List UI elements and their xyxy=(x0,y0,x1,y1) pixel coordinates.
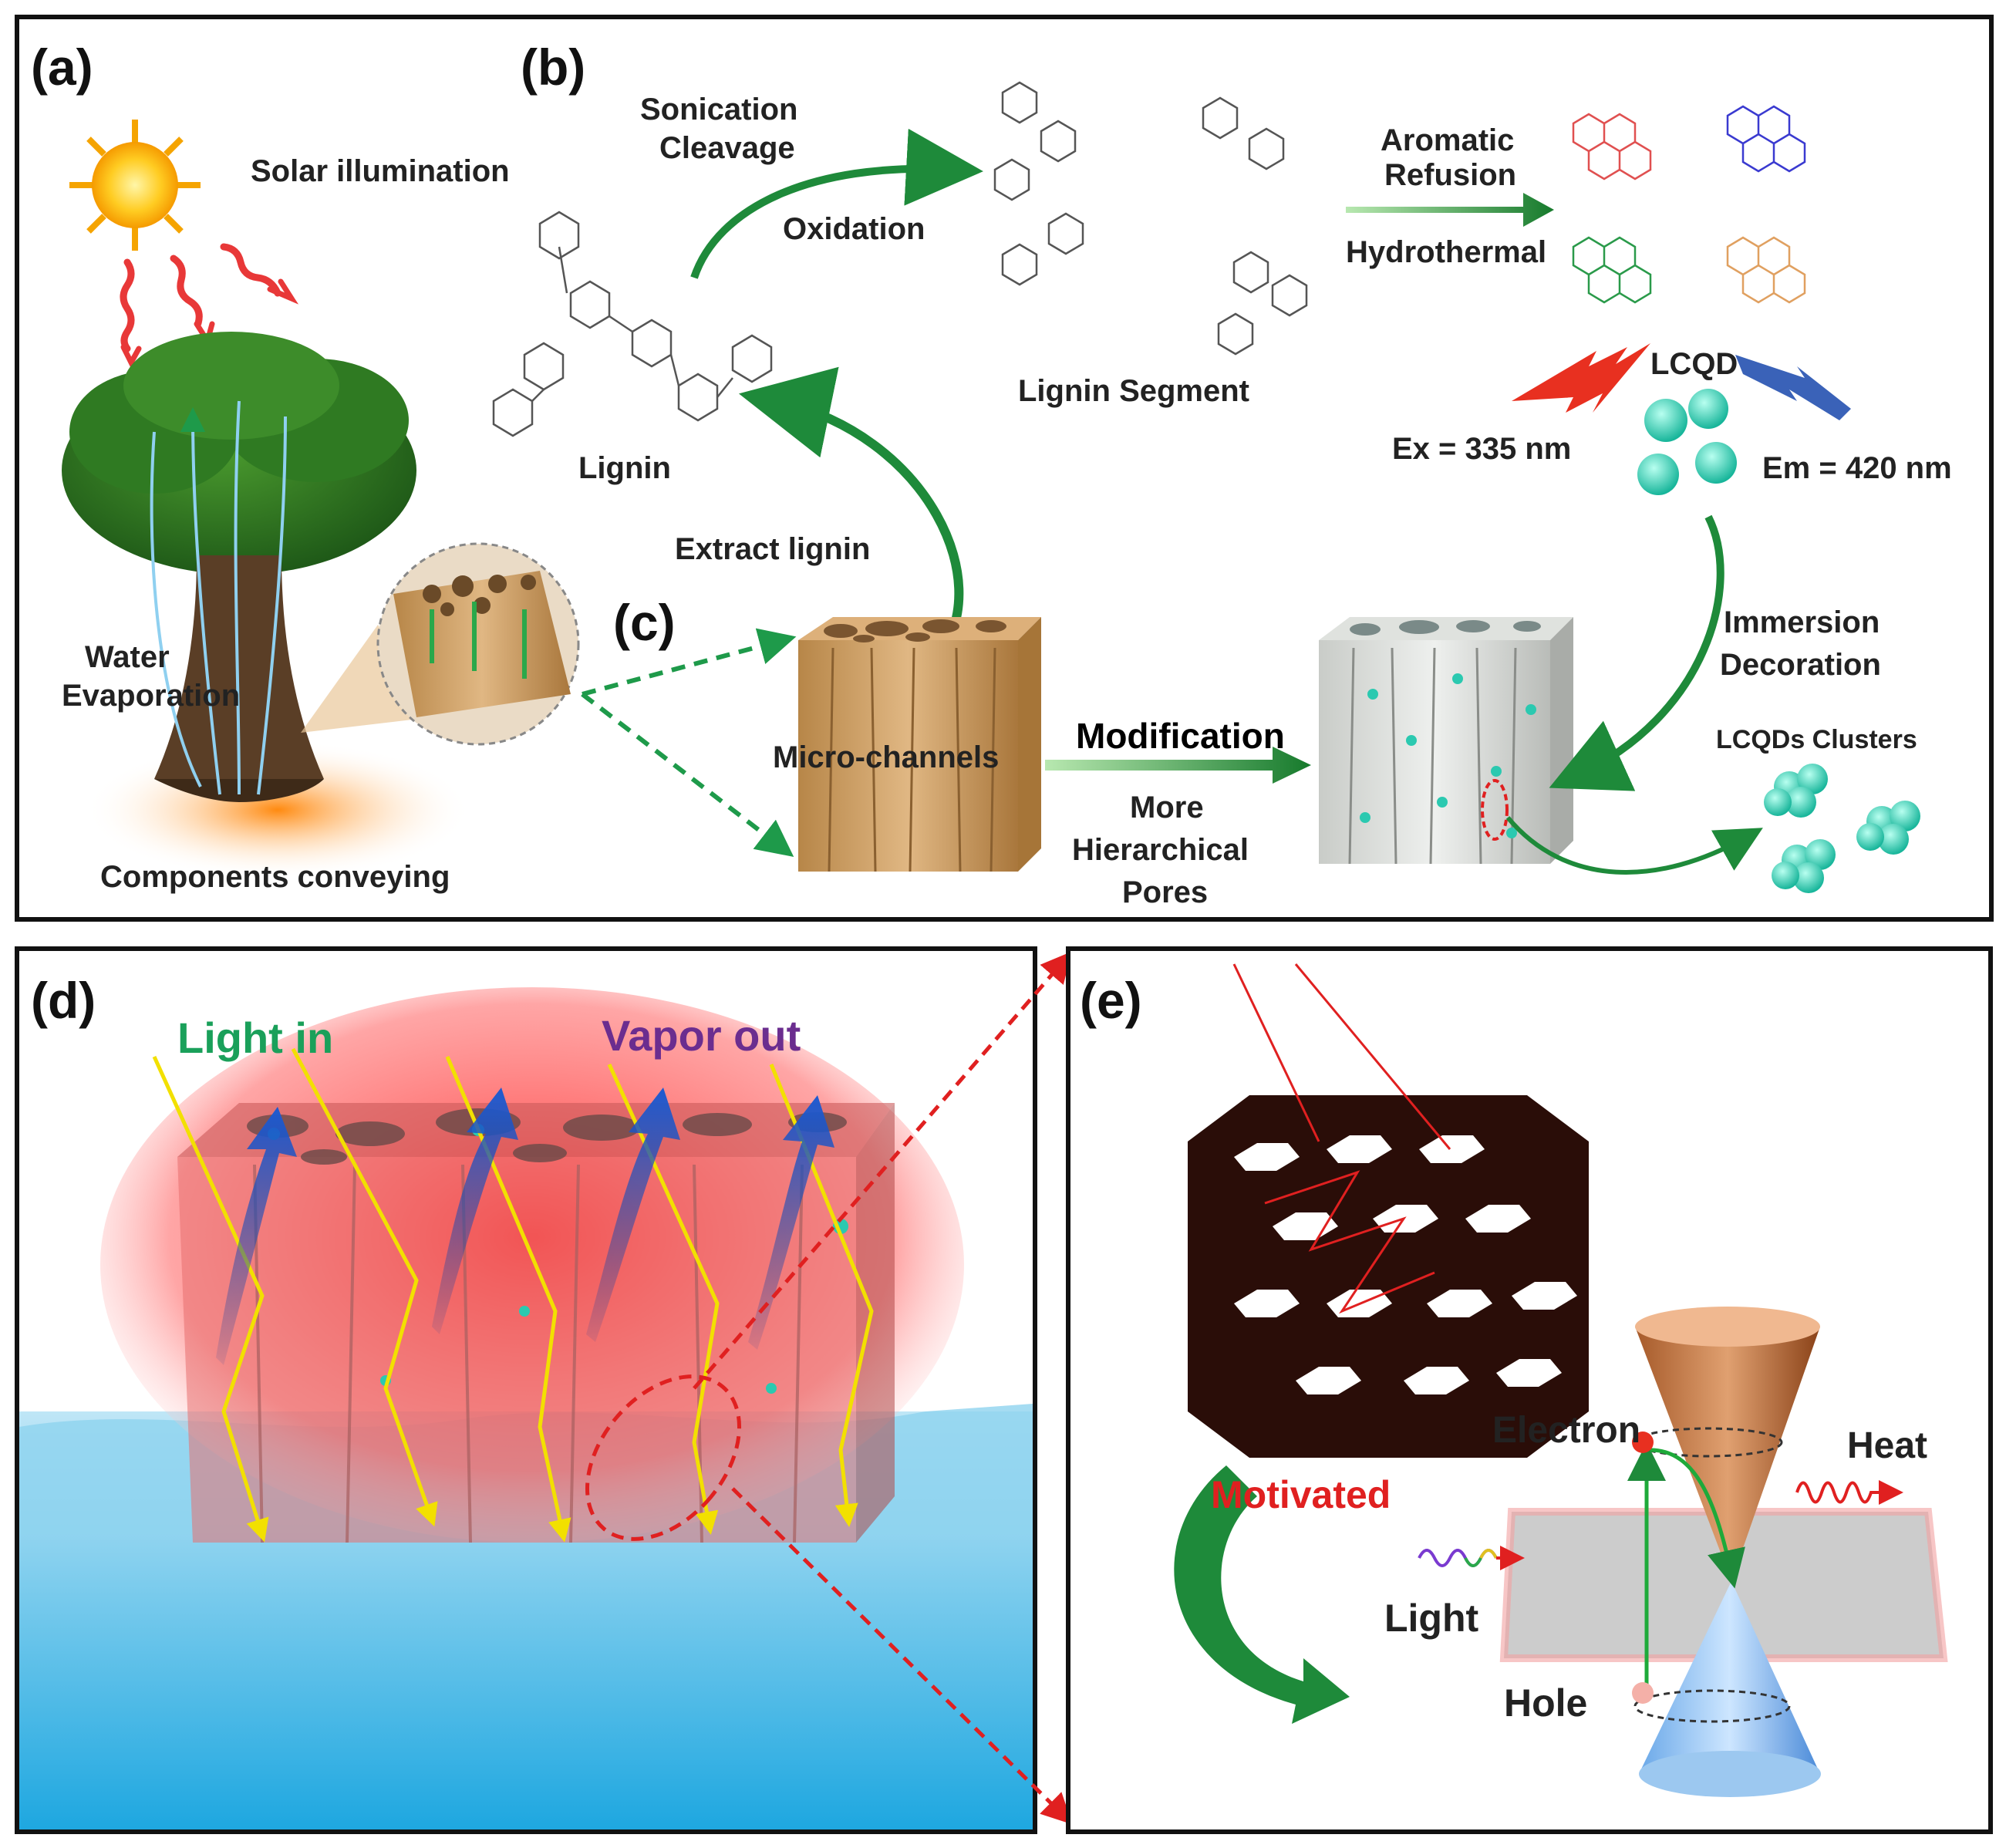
wood-zoom-inset xyxy=(301,542,580,746)
modification-label: Modification xyxy=(1076,716,1285,756)
wood-block-micro-channels xyxy=(798,617,1041,872)
lcqd-structures xyxy=(1572,105,1806,304)
zoom-ellipse xyxy=(585,1374,742,1541)
water-label-2: Evaporation xyxy=(62,679,240,713)
dashed-branch-arrows xyxy=(581,628,797,857)
sun-icon xyxy=(69,120,201,251)
vapor-out-label: Vapor out xyxy=(602,1011,801,1060)
panel-label-c: (c) xyxy=(613,594,676,651)
motivated-label: Motivated xyxy=(1211,1473,1391,1516)
tree-illustration xyxy=(62,332,416,802)
lcqds-clusters-label: LCQDs Clusters xyxy=(1716,725,1917,754)
immersion-label-1: Immersion xyxy=(1724,605,1880,639)
excitation-label: Ex = 335 nm xyxy=(1392,432,1571,466)
water-label-1: Water xyxy=(85,640,170,674)
aromatic-label-2: Refusion xyxy=(1384,158,1516,192)
lignin-segment-label: Lignin Segment xyxy=(1018,374,1249,408)
graphene-band-diagram xyxy=(1499,1307,1948,1797)
electron-label: Electron xyxy=(1492,1410,1640,1451)
honeycomb-structure xyxy=(1188,963,1589,1458)
emission-bolt-icon xyxy=(1735,355,1851,420)
aromatic-label-1: Aromatic xyxy=(1381,123,1514,157)
zoom-connector-lines xyxy=(693,951,1073,1825)
light-in-label: Light in xyxy=(177,1013,333,1062)
extract-lignin-label: Extract lignin xyxy=(675,532,870,566)
lcqd-label: LCQD xyxy=(1650,347,1738,381)
panel-label-b: (b) xyxy=(521,39,585,96)
immersion-label-2: Decoration xyxy=(1720,648,1881,682)
light-label: Light xyxy=(1384,1597,1479,1640)
components-conveying-label: Components conveying xyxy=(100,860,450,894)
solar-illumination-label: Solar illumination xyxy=(251,154,510,188)
lignin-segment-molecules xyxy=(993,81,1308,356)
panel-label-a: (a) xyxy=(31,39,93,96)
panel-label-d: (d) xyxy=(31,972,96,1029)
lignin-label: Lignin xyxy=(578,451,671,485)
modified-wood-block xyxy=(1319,617,1573,865)
more-label-3: Pores xyxy=(1122,875,1208,909)
more-label-2: Hierarchical xyxy=(1072,833,1249,867)
modification-arrow xyxy=(1045,747,1311,784)
aromatic-arrow xyxy=(1346,193,1554,227)
heat-wave-icon xyxy=(1795,1480,1903,1505)
oxidation-label: Oxidation xyxy=(783,212,925,246)
light-wave-icon xyxy=(1418,1546,1525,1570)
lignin-molecule xyxy=(492,211,773,437)
sonication-label-1: Sonication xyxy=(640,93,797,126)
lcqd-clusters xyxy=(1764,764,1920,893)
sonication-arrow xyxy=(690,128,983,279)
hole-label: Hole xyxy=(1504,1681,1587,1725)
vapor-arrows xyxy=(216,1088,834,1365)
panel-label-e: (e) xyxy=(1080,972,1142,1029)
heat-label: Heat xyxy=(1847,1425,1927,1466)
emission-label: Em = 420 nm xyxy=(1762,451,1952,485)
cluster-arrow xyxy=(1505,816,1763,875)
sonication-label-2: Cleavage xyxy=(659,131,795,165)
wood-block-evaporator xyxy=(177,1103,895,1543)
immersion-arrow xyxy=(1549,514,1724,791)
hydrothermal-label: Hydrothermal xyxy=(1346,235,1546,269)
motivated-arrow xyxy=(1174,1465,1350,1724)
sunlight-waves-icon xyxy=(120,243,299,369)
micro-channels-label: Micro-channels xyxy=(773,740,999,774)
yellow-light-rays xyxy=(152,1047,874,1543)
more-label-1: More xyxy=(1130,791,1204,825)
excitation-bolt-icon xyxy=(1512,343,1650,413)
lcqd-dots xyxy=(1637,389,1737,495)
